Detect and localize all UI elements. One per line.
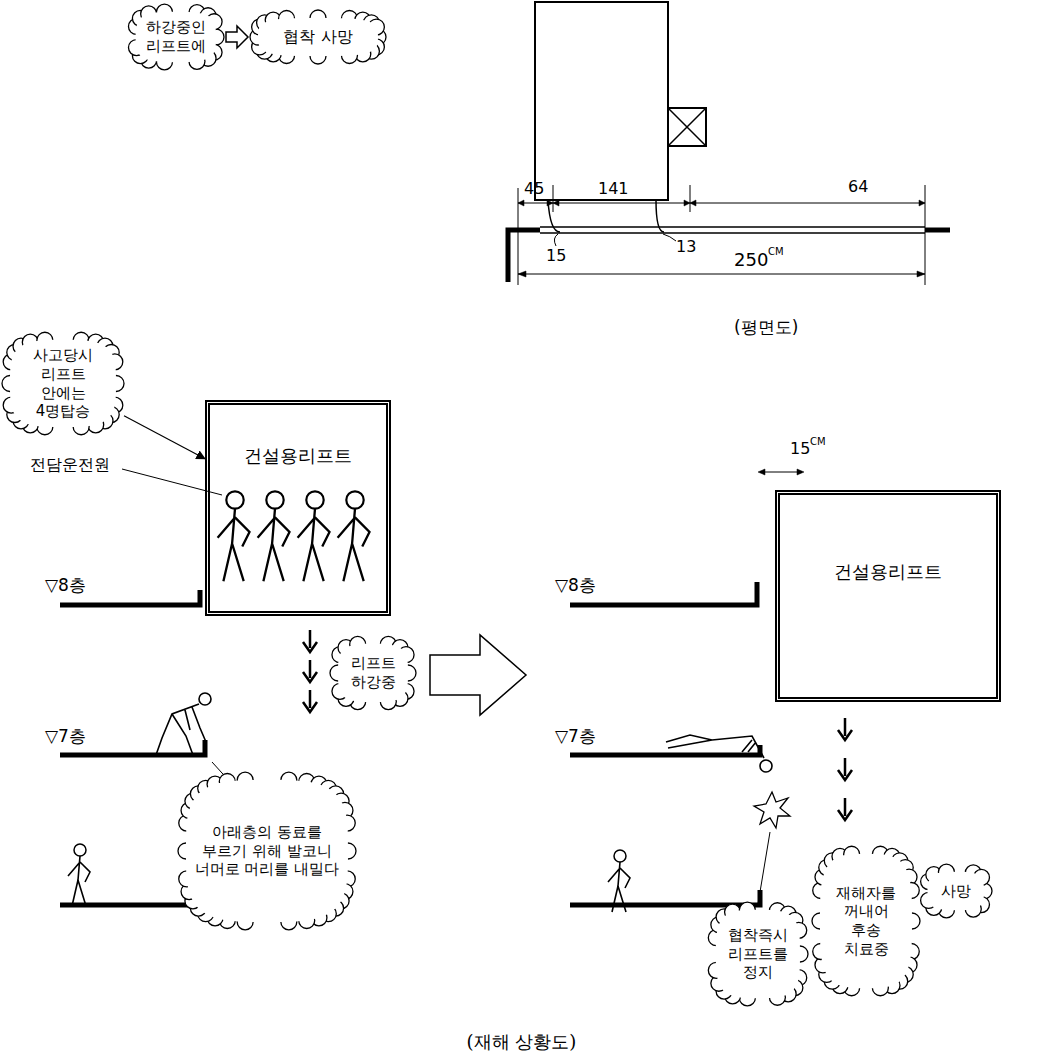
leader-arrow — [124, 416, 205, 459]
dimension-label: 45 — [524, 180, 544, 198]
note-bubble: 재해자를 꺼내어 후송 치료중 — [812, 846, 920, 996]
node-text: 사고당시 리프트 안에는 4명탑승 — [18, 346, 108, 421]
worker-below — [68, 844, 90, 906]
dimension-line — [518, 203, 925, 204]
result-arrow — [226, 26, 248, 48]
node-text: 사망 — [936, 882, 976, 901]
floor-label: ▽7층 — [45, 727, 86, 746]
dimension-label: 64 — [848, 178, 868, 196]
floor-label: ▽7층 — [555, 727, 596, 746]
node-text: 하강중인 리프트에 — [144, 18, 208, 56]
dimension-label: 13 — [676, 238, 696, 256]
node-text: 협착 사망 — [266, 27, 370, 47]
node-text: 재해자를 꺼내어 후송 치료중 — [828, 884, 904, 959]
result-bubble: 사망 — [920, 864, 992, 918]
leader-line — [758, 832, 770, 904]
worker-below — [608, 850, 630, 912]
floor-label: ▽8층 — [555, 576, 596, 595]
impact-mark — [754, 792, 790, 828]
lift-plan — [535, 2, 668, 200]
note-bubble: 리프트 하강중 — [330, 636, 416, 710]
node-text: 협착즉시 리프트를 정지 — [724, 926, 792, 982]
lift-car: 건설용리프트 — [205, 400, 391, 616]
floor-label: 전담운전원 — [30, 456, 110, 474]
down-arrows — [303, 630, 317, 712]
leader-line — [554, 234, 676, 246]
lift-car: 건설용리프트 — [775, 490, 1001, 702]
before-scene — [60, 469, 526, 906]
dimension-label: 15 — [790, 440, 810, 458]
after-scene — [570, 469, 852, 912]
floor-label: ▽8층 — [45, 576, 86, 595]
floor-slab — [570, 582, 757, 605]
node-text: 아래층의 동료를 부르기 위해 발코니 너머로 머리를 내밀다 — [194, 823, 340, 879]
plan-view — [508, 2, 950, 285]
down-arrows — [838, 718, 852, 820]
dimension-line — [518, 274, 925, 275]
sequence-arrow — [430, 635, 526, 715]
floor-slab — [570, 890, 760, 905]
figure-caption: (재해 상황도) — [0, 1032, 1043, 1052]
control-box — [668, 108, 706, 146]
worker-leaning — [156, 693, 211, 755]
worker-caught — [666, 735, 772, 772]
note-bubble: 아래층의 동료를 부르기 위해 발코니 너머로 머리를 내밀다 — [178, 772, 356, 930]
node-text: 건설용리프트 — [216, 445, 380, 468]
dimension-label: 250 — [734, 250, 768, 270]
note-bubble: 사고당시 리프트 안에는 4명탑승 — [2, 332, 124, 435]
dimension-label: 141 — [598, 180, 629, 198]
note-bubble: 협착즉시 리프트를 정지 — [708, 902, 808, 1006]
result-bubble: 협착 사망 — [250, 10, 386, 64]
dimension-label: CM — [768, 246, 784, 257]
cause-bubble: 하강중인 리프트에 — [128, 4, 224, 70]
dimension-label: (평면도) — [734, 318, 798, 337]
node-text: 건설용리프트 — [786, 561, 990, 584]
node-text: 리프트 하강중 — [346, 654, 400, 692]
dimension-label: 15 — [546, 247, 566, 265]
opening — [540, 227, 925, 233]
dimension-label: CM — [810, 436, 826, 447]
floor-slab — [570, 745, 760, 755]
